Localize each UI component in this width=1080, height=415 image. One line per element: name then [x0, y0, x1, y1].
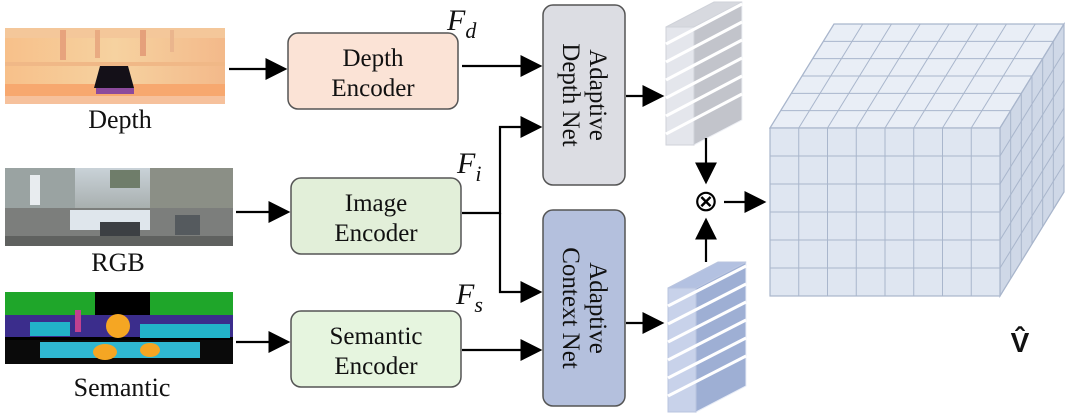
semantic-image	[5, 292, 233, 364]
adaptive-context-net: Adaptive Context Net	[542, 209, 626, 407]
image-encoder-line2: Encoder	[334, 220, 418, 247]
voxel-grid	[769, 23, 1065, 297]
image-encoder-line1: Image	[345, 190, 407, 217]
depth-image	[5, 28, 225, 104]
feature-fd: Fd	[446, 4, 477, 43]
semantic-label: Semantic	[74, 373, 171, 402]
context-feature-stack	[667, 261, 747, 413]
semantic-encoder-line2: Encoder	[334, 353, 418, 380]
depth-encoder: Depth Encoder	[287, 32, 459, 110]
output-volume-label: V̂	[1011, 326, 1030, 358]
depth-encoder-line1: Depth	[342, 45, 404, 72]
depth-net-line1: Adaptive	[584, 49, 611, 141]
feature-fs: Fs	[455, 278, 483, 317]
depth-net-line2: Depth Net	[557, 43, 584, 146]
rgb-image	[5, 168, 233, 246]
semantic-encoder: Semantic Encoder	[290, 310, 462, 388]
adaptive-depth-net: Adaptive Depth Net	[542, 4, 626, 186]
semantic-encoder-line1: Semantic	[329, 323, 422, 350]
depth-encoder-line2: Encoder	[331, 75, 415, 102]
feature-fi: Fi	[456, 147, 481, 186]
outer-product-icon: ⊗	[693, 184, 718, 219]
rgb-label: RGB	[91, 248, 144, 277]
depth-label: Depth	[88, 105, 152, 134]
context-net-line2: Context Net	[557, 247, 584, 369]
image-encoder: Image Encoder	[290, 177, 462, 255]
fi-to-depth-net-arrow	[462, 116, 543, 215]
context-net-line1: Adaptive	[584, 262, 611, 354]
depth-distribution-stack	[665, 1, 743, 146]
voxel-volume	[768, 21, 1066, 299]
fi-to-context-net-arrow	[498, 213, 543, 303]
